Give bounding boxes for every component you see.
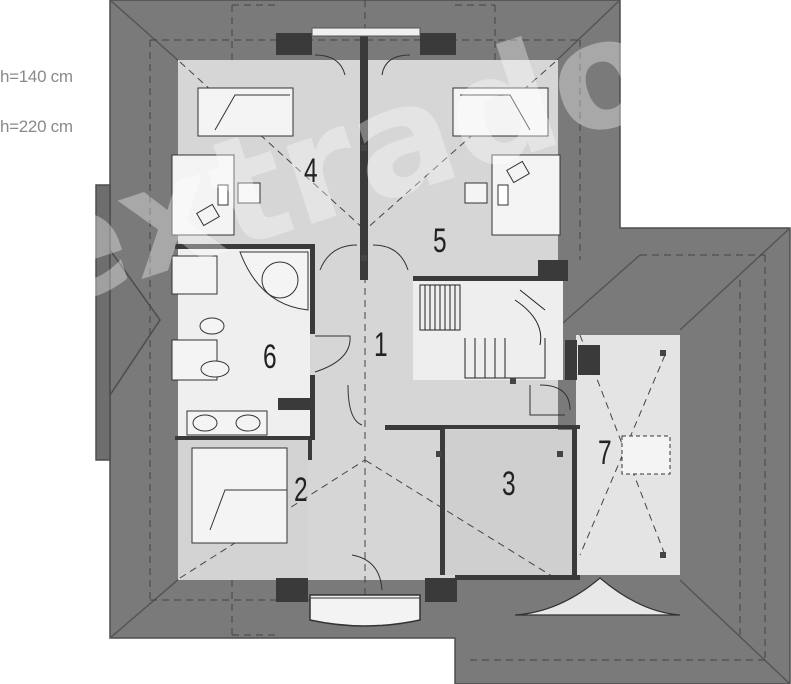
dormer-roof-right [514, 577, 681, 616]
bed-room-5 [452, 87, 549, 137]
furniture [171, 87, 671, 544]
stairs [419, 284, 546, 379]
height-label-220: h=220 cm [0, 117, 73, 136]
room-number-5: 5 [433, 222, 447, 260]
bed-room-4 [197, 87, 294, 137]
height-label-140: h=140 cm [0, 67, 73, 86]
room-number-2: 2 [294, 471, 308, 509]
balcony [309, 594, 421, 627]
walls [175, 33, 600, 602]
sink-2 [235, 414, 261, 432]
room-number-4: 4 [304, 152, 318, 190]
doors [314, 54, 571, 591]
column-markers [361, 145, 666, 558]
room-number-1: 1 [374, 326, 388, 364]
toilet [199, 317, 225, 335]
toilet-2 [200, 360, 230, 378]
dormer-roof-left-tip [109, 247, 161, 398]
table-room-7 [621, 435, 671, 475]
room-number-6: 6 [263, 338, 277, 376]
dormer-roof-left [95, 184, 111, 461]
room-number-3: 3 [502, 465, 516, 503]
floor-room-3 [445, 430, 575, 575]
bed-room-2 [191, 447, 288, 544]
sink-1 [192, 414, 218, 432]
room-number-7: 7 [598, 434, 612, 472]
